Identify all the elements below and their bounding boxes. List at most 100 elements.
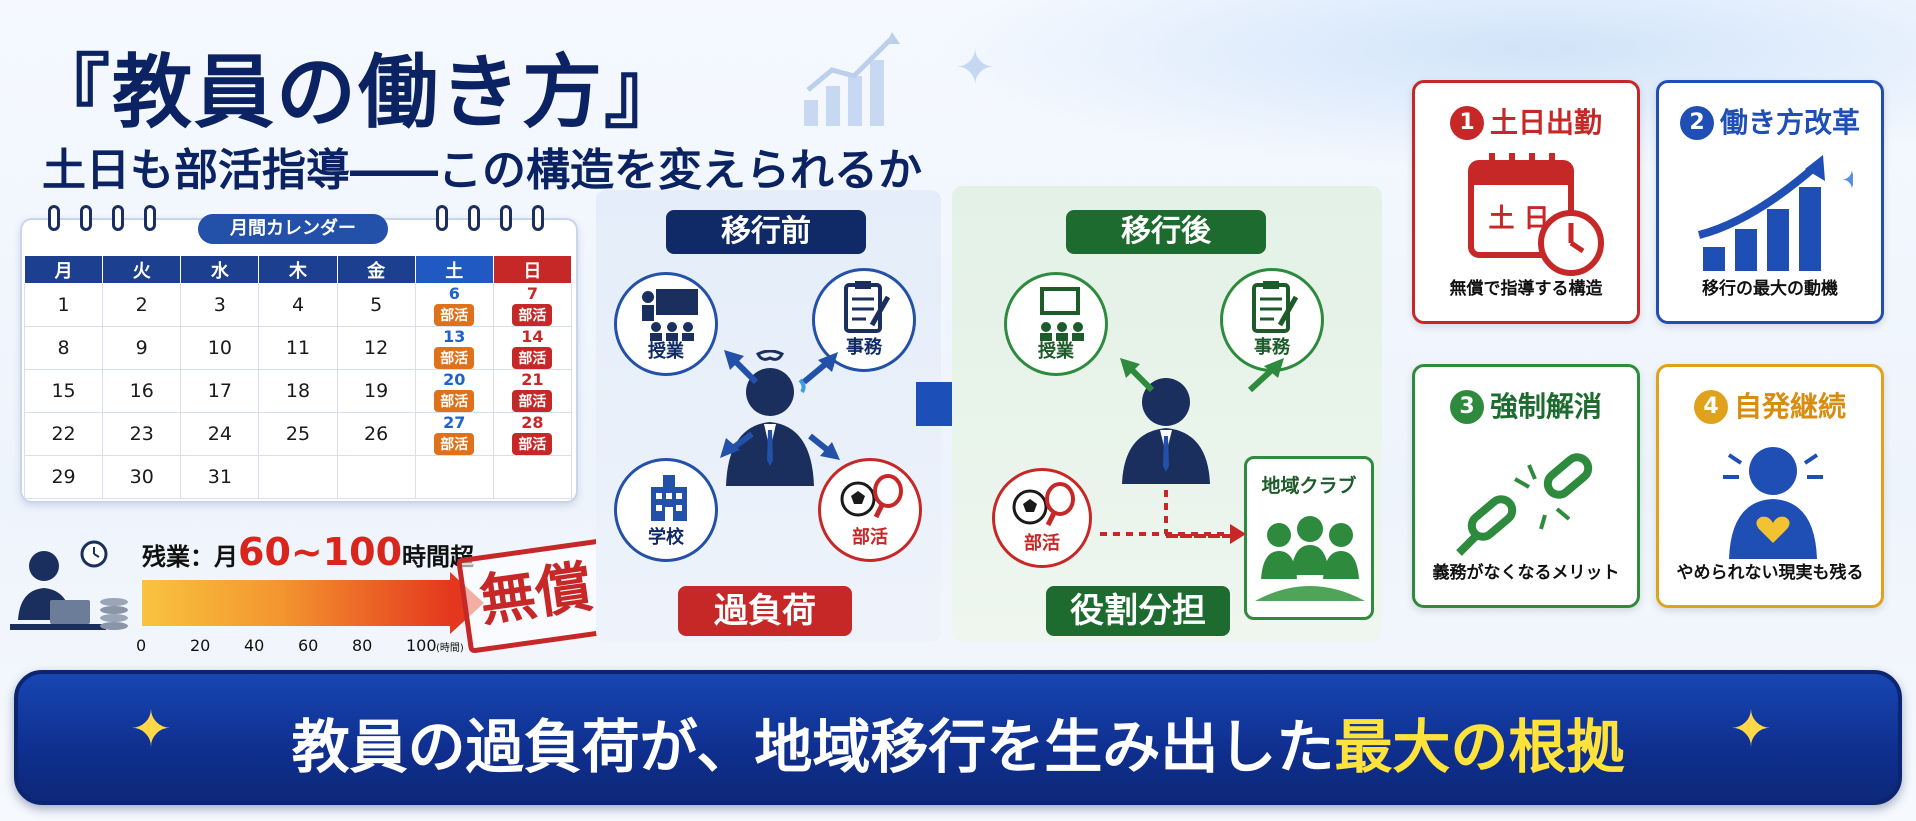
before-office-node: 事務 [812,268,916,372]
calendar-day: 17 [180,369,260,413]
overload-label: 過負荷 [678,586,852,636]
calendar-day: 29 [23,455,104,499]
lecture-icon [642,289,698,341]
sparkle-right-icon: ✦ [1730,700,1772,758]
before-club-node: 部活 [818,458,922,562]
calendar-day-number: 7 [526,283,538,303]
calendar-day: 4 [258,283,338,327]
calendar-day-number: 13 [443,326,466,346]
club-activity-tag: 部活 [512,346,553,369]
role-sharing-label: 役割分担 [1046,586,1230,636]
calendar-day: 31 [180,455,260,499]
unpaid-stamp: 無償 [456,538,616,654]
clipboard-icon [844,281,891,333]
calendar-day: 30 [102,455,182,499]
calendar-day: 22 [23,412,104,456]
calendar-day: 9 [102,326,182,370]
before-school-node: 学校 [614,458,718,562]
overtime-bar [142,580,452,626]
local-club-box: 地域クラブ [1244,456,1374,620]
calendar-weekday: 金 [336,255,416,284]
overtime-axis: 0 20 40 60 80 100 (時間) [136,636,464,655]
calendar-day: 25 [258,412,338,456]
calendar-day: 18 [258,369,338,413]
calendar-title: 月間カレンダー [198,214,388,244]
calendar-day: 10 [180,326,260,370]
after-club-node: 部活 [992,468,1092,568]
calendar-day: 23 [102,412,182,456]
calendar-day-number: 6 [448,283,460,303]
calendar-day [336,455,416,499]
calendar-weekday: 水 [180,255,260,284]
calendar-day: 5 [336,283,416,327]
club-activity-tag: 部活 [434,432,475,455]
growth-chart-icon [804,32,900,126]
sports-ball-icon [1012,482,1075,527]
calendar-day: 15 [23,369,104,413]
workload-arrows [720,350,840,460]
conclusion-text: 教員の過負荷が、地域移行を生み出した最大の根拠 [291,713,1625,781]
sparkle-icon: ✦ [955,40,996,96]
calendar-day: 3 [180,283,260,327]
community-group-icon [1255,516,1365,601]
lecture-icon [1040,287,1084,341]
calendar-day: 26 [336,412,416,456]
calendar-weekday: 木 [258,255,338,284]
calendar-day: 16 [102,369,182,413]
sparkle-left-icon: ✦ [130,700,172,758]
calendar-weekday: 月 [23,255,104,284]
calendar-clock-icon: 土 日 [1468,153,1604,276]
calendar-day: 8 [23,326,104,370]
card-2-desc: 移行の最大の動機 [1702,279,1838,299]
calendar-day: 11 [258,326,338,370]
handoff-arrow [1100,490,1246,544]
after-person-icon [1122,378,1210,484]
calendar-day: 2 [102,283,182,327]
card-3-desc: 義務がなくなるメリット [1432,563,1620,583]
local-club-label: 地域クラブ [1261,475,1357,497]
before-class-node: 授業 [614,272,718,376]
club-activity-tag: 部活 [434,346,475,369]
club-activity-tag: 部活 [434,389,475,412]
club-activity-tag: 部活 [512,432,553,455]
calendar-weekday: 日 [492,255,573,284]
club-activity-tag: 部活 [512,303,553,326]
page-subtitle: 土日も部活指導――この構造を変えられるか [42,145,922,196]
before-title: 移行前 [666,210,866,254]
clipboard-icon [1252,281,1299,333]
svg-text:✦: ✦ [1841,166,1853,196]
club-activity-tag: 部活 [512,389,553,412]
calendar-day [492,455,573,499]
calendar-day: 1 [23,283,104,327]
person-heart-icon [1723,447,1823,559]
sports-ball-icon [840,474,903,519]
calendar-day [414,455,494,499]
calendar-day-number: 28 [521,412,544,432]
calendar-day: 12 [336,326,416,370]
card-4-desc: やめられない現実も残る [1676,563,1864,583]
calendar-day: 24 [180,412,260,456]
after-title: 移行後 [1066,210,1266,254]
calendar-day: 19 [336,369,416,413]
calendar-day-number: 21 [521,369,544,389]
